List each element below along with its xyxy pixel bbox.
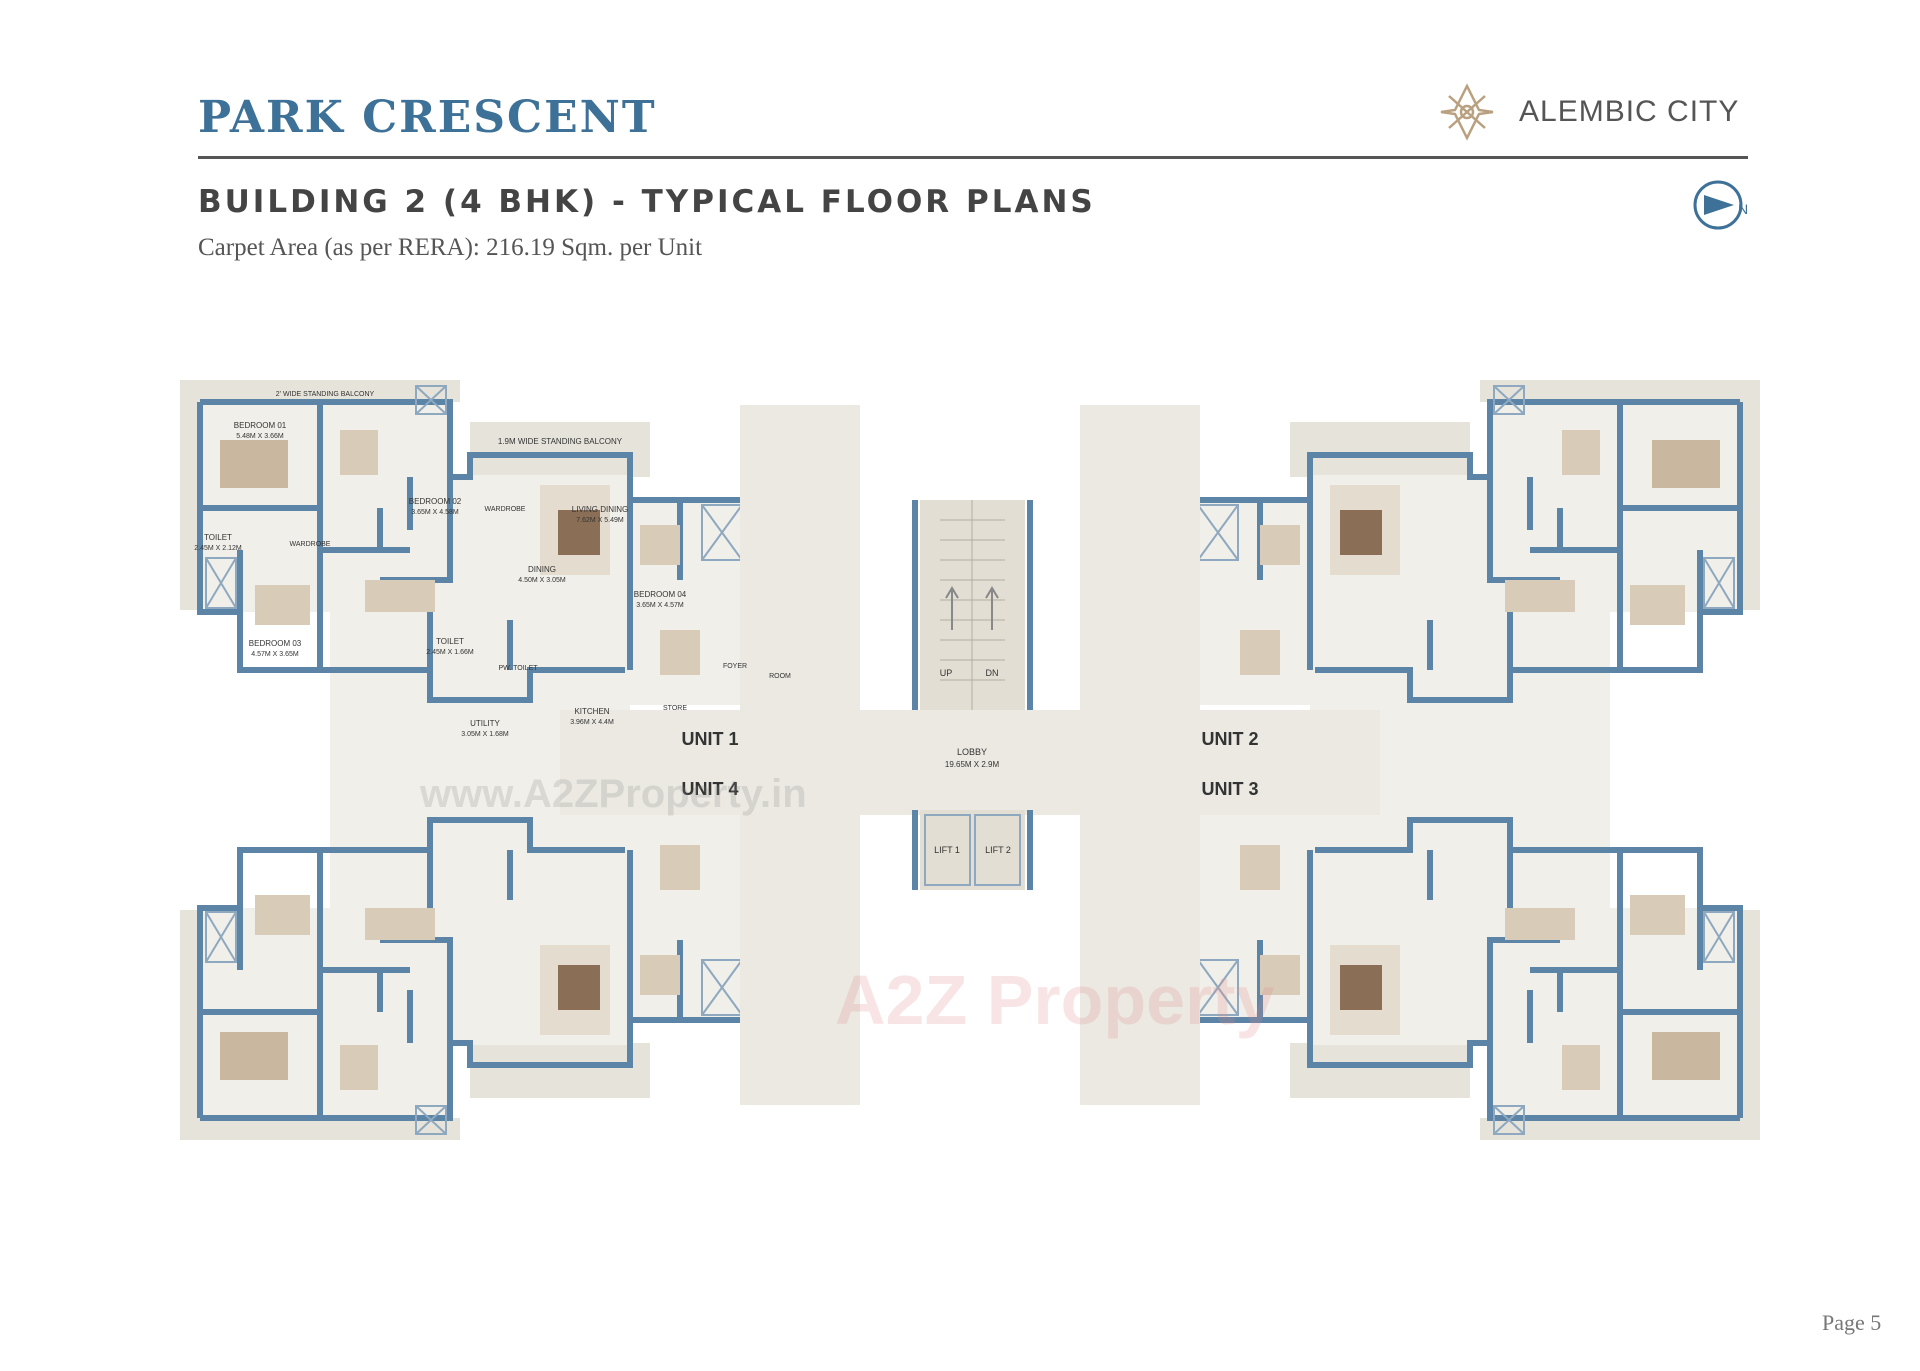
room-label: BEDROOM 04 <box>634 590 687 599</box>
room-label: BEDROOM 03 <box>249 639 302 648</box>
alembic-star-logo-icon <box>1440 83 1494 141</box>
lobby-size: 19.65M X 2.9M <box>945 760 1000 769</box>
north-label: N <box>1738 201 1748 217</box>
room-label: KITCHEN <box>574 707 609 716</box>
room-label: BEDROOM 02 <box>409 497 462 506</box>
room-label: FOYER <box>723 663 747 670</box>
lift-1-label: LIFT 1 <box>934 845 960 855</box>
room-label: UTILITY <box>470 719 500 728</box>
stair-dn-label: DN <box>986 668 999 678</box>
room-size: 3.65M X 4.58M <box>411 509 459 516</box>
room-size: 3.05M X 1.68M <box>461 731 509 738</box>
room-label: TOILET <box>436 637 464 646</box>
lift-lobby <box>920 810 1025 890</box>
unit-3-label: UNIT 3 <box>1201 779 1258 799</box>
room-label: LIVING DINING <box>572 505 628 514</box>
lobby-label: LOBBY <box>957 747 987 757</box>
north-arrow-icon: N <box>1693 180 1748 230</box>
brand: ALEMBIC CITY <box>1435 80 1739 144</box>
carpet-area: Carpet Area (as per RERA): 216.19 Sqm. p… <box>198 234 703 261</box>
lift-1-shaft <box>924 814 971 886</box>
room-label: WARDROBE <box>485 506 526 513</box>
brand-name: ALEMBIC CITY <box>1519 95 1740 128</box>
page-title: PARK CRESCENT <box>198 92 657 143</box>
page-number: Page 5 <box>1822 1310 1882 1335</box>
balcony-label: 2' WIDE STANDING BALCONY <box>276 391 375 398</box>
room-size: 3.65M X 4.57M <box>636 602 684 609</box>
unit-2-label: UNIT 2 <box>1201 729 1258 749</box>
page-subtitle: BUILDING 2 (4 BHK) - TYPICAL FLOOR PLANS <box>198 184 1096 220</box>
unit-4-label: UNIT 4 <box>681 779 738 799</box>
room-label: PW. TOILET <box>498 665 538 672</box>
room-size: 4.57M X 3.65M <box>251 651 299 658</box>
stair-up-label: UP <box>940 668 953 678</box>
unit-1-label: UNIT 1 <box>681 729 738 749</box>
lift-2-label: LIFT 2 <box>985 845 1011 855</box>
lift-2-shaft <box>974 814 1021 886</box>
balcony-label: 1.9M WIDE STANDING BALCONY <box>498 437 623 446</box>
room-size: 7.62M X 5.49M <box>576 517 624 524</box>
room-label: TOILET <box>204 533 232 542</box>
room-label: ROOM <box>769 673 791 680</box>
room-size: 2.45M X 2.12M <box>194 545 242 552</box>
room-size: 5.48M X 3.66M <box>236 433 284 440</box>
header-divider <box>198 156 1748 159</box>
room-label: BEDROOM 01 <box>234 421 287 430</box>
room-label: WARDROBE <box>290 541 331 548</box>
room-size: 2.45M X 1.66M <box>426 649 474 656</box>
room-size: 3.96M X 4.4M <box>570 719 614 726</box>
room-label: DINING <box>528 565 556 574</box>
room-size: 4.50M X 3.05M <box>518 577 566 584</box>
lobby-area <box>560 710 1380 815</box>
floor-plan: LOBBY 19.65M X 2.9M UP DN LIFT 1 LIFT 2 … <box>180 380 1760 1140</box>
room-label: STORE <box>663 705 687 712</box>
